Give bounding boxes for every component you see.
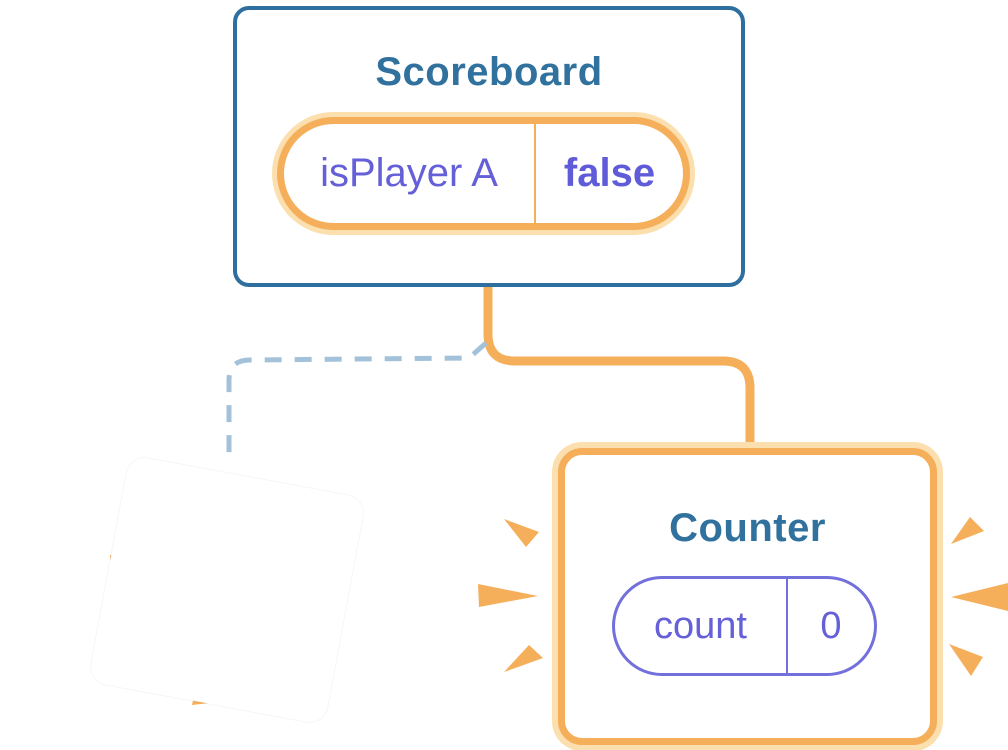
scoreboard-to-counter-connector (483, 286, 755, 456)
pill-divider (534, 124, 536, 223)
scoreboard-state-pill: isPlayer A false (277, 117, 690, 230)
counter-title: Counter (669, 506, 826, 550)
scoreboard-to-removed-connector-dashed (226, 341, 488, 462)
counter-state-name: count (654, 604, 747, 647)
scoreboard-state-name: isPlayer A (320, 151, 498, 195)
counter-component-card: Counter count 0 (558, 448, 937, 745)
counter-state-pill: count 0 (612, 576, 877, 676)
scoreboard-component-card: Scoreboard isPlayer A false (233, 6, 745, 287)
pill-divider (786, 579, 788, 673)
counter-state-value: 0 (820, 604, 842, 647)
scoreboard-state-value: false (563, 151, 656, 195)
scoreboard-title: Scoreboard (375, 50, 603, 94)
removed-component-card (88, 455, 366, 725)
